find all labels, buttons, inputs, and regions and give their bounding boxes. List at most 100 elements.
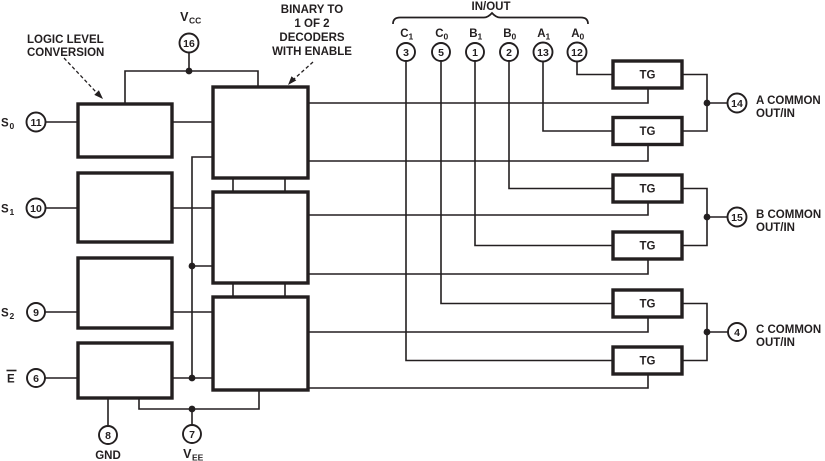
pin-circle-16 — [178, 32, 200, 54]
junction-vee — [188, 405, 196, 413]
inout-brace — [392, 11, 589, 25]
pin-circle-14 — [726, 92, 748, 114]
wire-control-a1 — [308, 144, 649, 162]
io-label-b1-subscript: 1 — [478, 32, 483, 42]
wire-a1-input — [542, 61, 613, 132]
pin-number-10: 10 — [30, 203, 42, 215]
io-label-a0-subscript: 0 — [580, 32, 585, 42]
wire-a0-input — [576, 61, 613, 76]
wire-control-c1 — [308, 374, 649, 389]
select-label-s0: S — [1, 118, 9, 130]
io-label-a0: A — [571, 28, 579, 40]
decoder-block-a — [211, 85, 310, 180]
pin-circle-15 — [726, 206, 748, 228]
pin-circle-7 — [182, 424, 202, 444]
select-label-s2-subscript: 2 — [10, 311, 15, 321]
pin-circle-2 — [499, 42, 519, 62]
pin-number-13: 13 — [537, 47, 549, 59]
pin-circle-11 — [25, 111, 47, 133]
pin-number-4: 4 — [734, 327, 740, 339]
c-common-label-line1: C COMMON — [756, 324, 821, 336]
b-common-label-line2: OUT/IN — [756, 222, 795, 234]
select-label-s1: S — [1, 204, 9, 216]
tg-block-a1 — [611, 115, 684, 147]
inout-label: IN/OUT — [472, 1, 511, 13]
gnd-label: GND — [95, 450, 121, 461]
junction-enable-c — [188, 374, 196, 382]
a-common-label-line1: A COMMON — [756, 95, 821, 107]
pin-number-12: 12 — [571, 47, 583, 59]
tg-block-a0 — [611, 59, 684, 90]
c-common-label-line2: OUT/IN — [756, 337, 795, 349]
pin-circle-5 — [431, 42, 451, 62]
wiring — [45, 52, 728, 426]
pin-circle-6 — [26, 368, 46, 388]
tg-label-c0: TG — [640, 299, 656, 311]
pin-circle-12 — [566, 41, 588, 63]
pin-number-15: 15 — [731, 212, 743, 224]
pin-circle-10 — [25, 197, 47, 219]
logic-level-leader-line — [63, 57, 97, 93]
pin-number-16: 16 — [183, 38, 195, 50]
vcc-label: V — [180, 10, 189, 24]
pin-number-1: 1 — [472, 47, 478, 59]
level-conversion-block-s2 — [76, 256, 174, 330]
vee-label-subscript: EE — [192, 453, 204, 461]
decoder-block-b — [211, 190, 310, 285]
pin-number-7: 7 — [189, 429, 195, 441]
pin-number-9: 9 — [33, 307, 39, 319]
io-label-c1-subscript: 1 — [409, 32, 414, 42]
annotations: LOGIC LEVEL CONVERSION BINARY TO 1 OF 2 … — [27, 1, 821, 349]
io-label-b0: B — [503, 28, 511, 40]
wire-c0-input — [440, 61, 613, 305]
pin-circle-3 — [396, 42, 416, 62]
io-label-c0: C — [435, 28, 443, 40]
wire-b1-input — [474, 61, 613, 247]
vee-label: V — [183, 447, 192, 461]
wire-b0-input — [508, 61, 613, 190]
decoder-label-line4: WITH ENABLE — [272, 46, 352, 58]
pin-number-2: 2 — [506, 47, 512, 59]
wire-control-a0 — [308, 87, 649, 104]
junction-dots — [185, 67, 711, 413]
tg-label-c1: TG — [640, 356, 656, 368]
pin-circle-13 — [532, 41, 554, 63]
decoder-arrowhead — [288, 76, 297, 85]
decoder-label-line1: BINARY TO — [281, 4, 343, 16]
wire-control-b1 — [308, 259, 649, 275]
select-label-s1-subscript: 1 — [10, 207, 15, 217]
decoder-label-line2: 1 OF 2 — [294, 18, 329, 30]
junction-c-common — [703, 328, 711, 336]
a-common-label-line2: OUT/IN — [756, 108, 795, 120]
tg-label-a0: TG — [640, 70, 656, 82]
pin-number-8: 8 — [105, 430, 111, 442]
tg-block-b0 — [611, 173, 684, 204]
junction-a-common — [703, 99, 711, 107]
tg-label-a1: TG — [640, 126, 656, 138]
pin-circle-8 — [98, 425, 118, 445]
blocks: TG TG TG TG TG TG — [76, 59, 684, 400]
tg-block-b1 — [611, 230, 684, 261]
logic-level-conversion-label-line1: LOGIC LEVEL — [27, 34, 104, 46]
io-label-c0-subscript: 0 — [444, 32, 449, 42]
pin-number-14: 14 — [731, 98, 743, 110]
decoder-label-line3: DECODERS — [279, 32, 345, 44]
select-label-s0-subscript: 0 — [10, 121, 15, 131]
tg-block-c1 — [611, 345, 684, 376]
enable-label: E — [7, 374, 15, 386]
io-label-c1: C — [400, 28, 408, 40]
pin-number-3: 3 — [403, 47, 409, 59]
level-conversion-block-s0 — [76, 102, 174, 159]
decoder-block-c — [211, 295, 310, 392]
wire-enable-riser — [191, 156, 213, 378]
junction-b-common — [703, 213, 711, 221]
io-label-b0-subscript: 0 — [512, 32, 517, 42]
tg-label-b1: TG — [640, 241, 656, 253]
tg-block-c0 — [611, 288, 684, 319]
io-label-a1: A — [537, 28, 545, 40]
io-label-a1-subscript: 1 — [546, 32, 551, 42]
select-label-s2: S — [1, 308, 9, 320]
wire-control-b0 — [308, 202, 649, 216]
pin-circle-9 — [26, 302, 46, 322]
